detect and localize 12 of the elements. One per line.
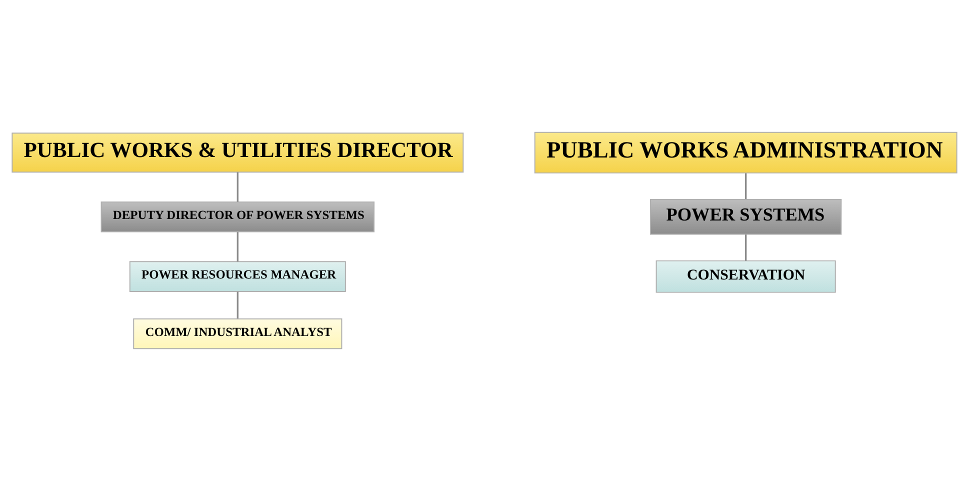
connector — [236, 292, 238, 318]
node-box: PUBLIC WORKS ADMINISTRATION — [534, 132, 958, 174]
connector — [745, 234, 747, 261]
node-box: POWER SYSTEMS — [650, 198, 842, 235]
node-box: CONSERVATION — [656, 260, 836, 293]
node-box: DEPUTY DIRECTOR OF POWER SYSTEMS — [100, 201, 375, 232]
node-box: POWER RESOURCES MANAGER — [129, 261, 346, 292]
connector — [236, 232, 238, 262]
connector — [236, 172, 238, 202]
node-box: PUBLIC WORKS & UTILITIES DIRECTOR — [12, 132, 464, 173]
node-box: COMM/ INDUSTRIAL ANALYST — [133, 318, 342, 350]
connector — [745, 173, 747, 200]
